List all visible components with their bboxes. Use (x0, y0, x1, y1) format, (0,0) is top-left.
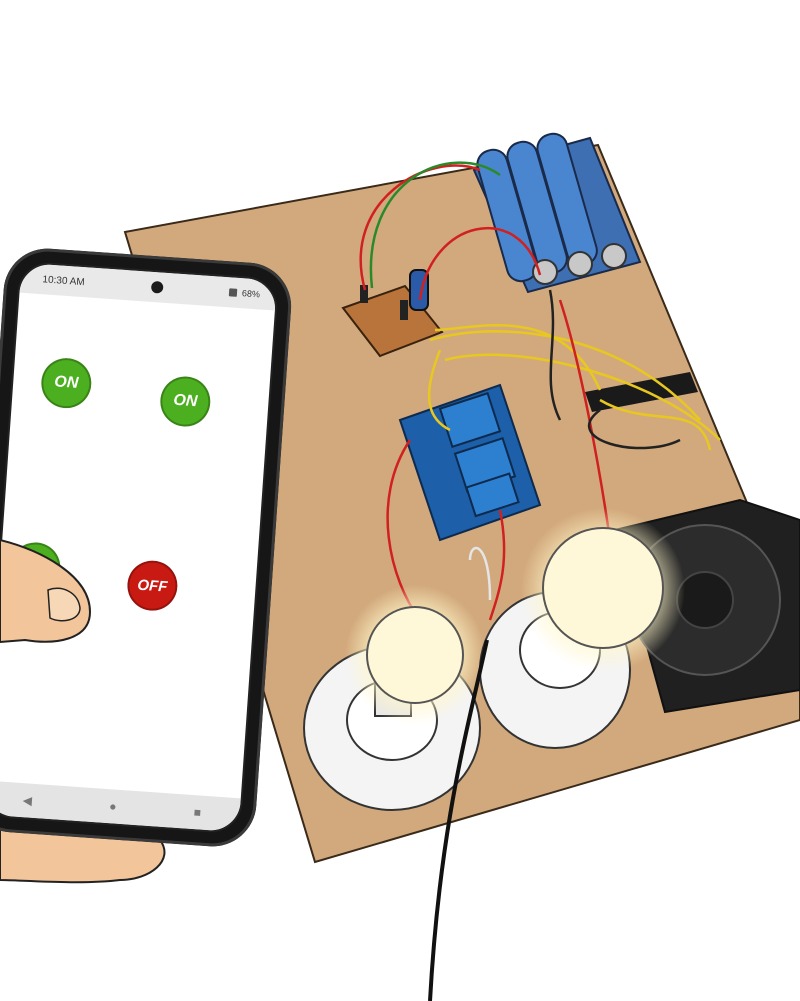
power-cable (428, 639, 489, 1001)
bulb-left (303, 585, 485, 811)
wires (359, 161, 721, 621)
relay-module (398, 383, 542, 542)
bulb-right (479, 508, 685, 749)
battery-pack (472, 132, 642, 294)
connector-block (585, 372, 698, 412)
